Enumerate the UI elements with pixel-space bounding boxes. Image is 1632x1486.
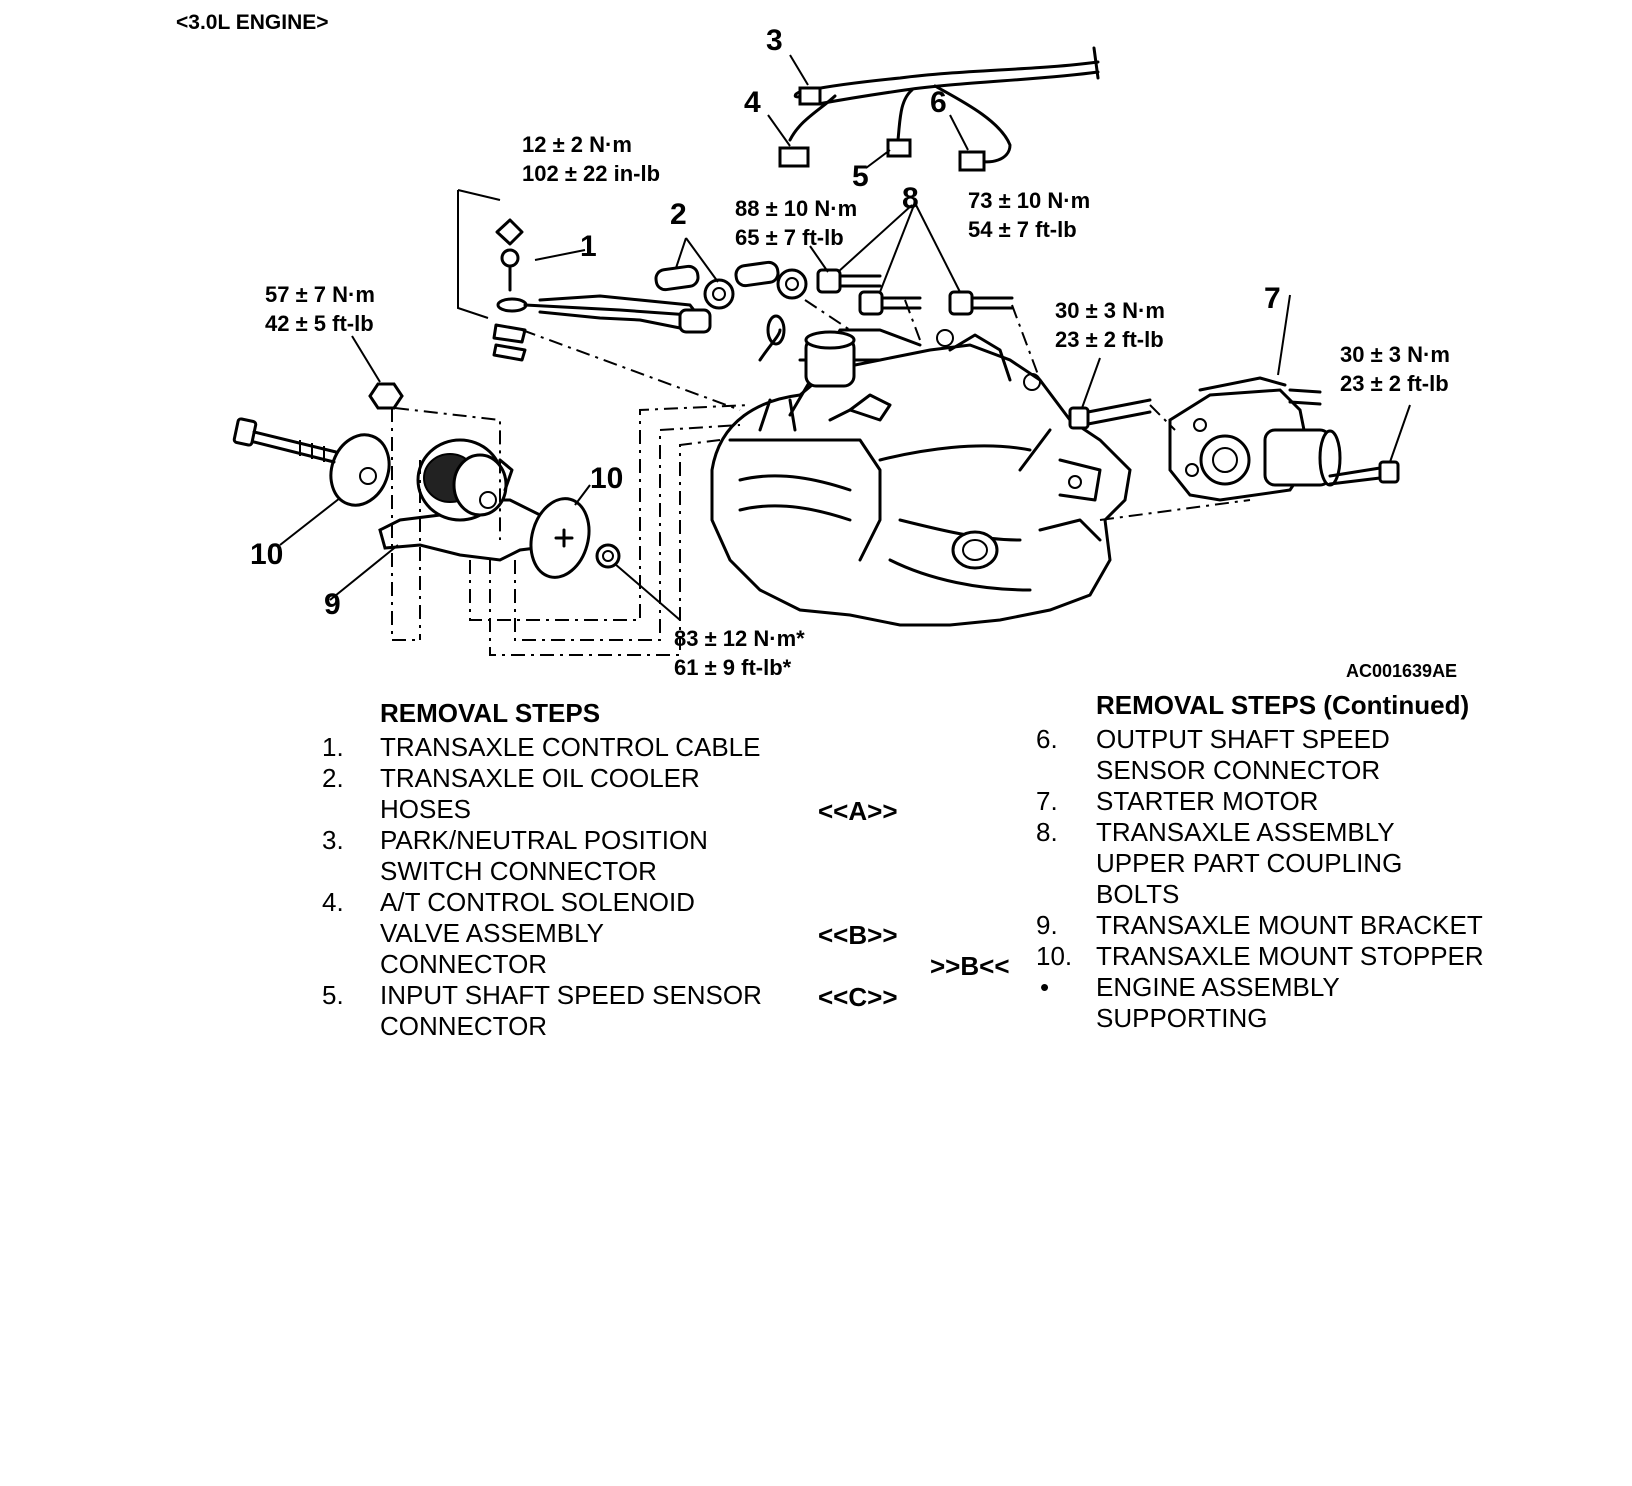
- callout-1: 1: [580, 230, 597, 263]
- step-text: CONNECTOR: [380, 949, 548, 979]
- step-text: TRANSAXLE OIL COOLER: [380, 763, 700, 793]
- mount-bolt: [232, 335, 404, 464]
- transaxle-body: [710, 314, 1132, 627]
- step-text: CONNECTOR: [380, 1011, 548, 1041]
- step-text: TRANSAXLE MOUNT BRACKET: [1096, 910, 1483, 940]
- step-text: VALVE ASSEMBLY: [380, 918, 604, 948]
- step-text: OUTPUT SHAFT SPEED: [1096, 724, 1390, 754]
- step-text: SWITCH CONNECTOR: [380, 856, 657, 886]
- callout-2: 2: [670, 198, 687, 231]
- coupling-bolts: [809, 204, 1014, 316]
- starter-bolts: [1068, 357, 1411, 486]
- step-text: INPUT SHAFT SPEED SENSOR: [380, 980, 762, 1010]
- connector-6-icon: [958, 150, 986, 172]
- step-number: 2.: [322, 763, 344, 793]
- removal-steps-continued-title: REMOVAL STEPS (Continued): [1096, 690, 1470, 720]
- mount-bracket: [329, 438, 562, 601]
- step-number: 5.: [322, 980, 344, 1010]
- step-text: PARK/NEUTRAL POSITION: [380, 825, 708, 855]
- starter-motor: [1168, 294, 1342, 502]
- bullet-icon: •: [1040, 972, 1050, 1002]
- mount-stoppers: [279, 433, 681, 621]
- step-number: 6.: [1036, 724, 1058, 754]
- step-text: SUPPORTING: [1096, 1003, 1268, 1033]
- procedure-mark-b: <<B>>: [818, 920, 898, 950]
- step-number: 4.: [322, 887, 344, 917]
- procedure-mark-c: <<C>>: [818, 982, 898, 1012]
- step-number: 3.: [322, 825, 344, 855]
- callout-5: 5: [852, 160, 869, 193]
- step-text: A/T CONTROL SOLENOID: [380, 887, 695, 917]
- callout-8: 8: [902, 182, 919, 215]
- wiring-harness: [767, 46, 1100, 172]
- step-text: STARTER MOTOR: [1096, 786, 1319, 816]
- step-text: TRANSAXLE CONTROL CABLE: [380, 732, 761, 762]
- callout-10-left: 10: [250, 538, 284, 571]
- connector-3-icon: [798, 86, 822, 106]
- step-number: 8.: [1036, 817, 1058, 847]
- step-text: UPPER PART COUPLING: [1096, 848, 1403, 878]
- step-text: SENSOR CONNECTOR: [1096, 755, 1381, 785]
- removal-steps-title: REMOVAL STEPS: [380, 698, 601, 728]
- step-number: 1.: [322, 732, 344, 762]
- figure-id: AC001639AE: [1346, 661, 1458, 681]
- step-number: 9.: [1036, 910, 1058, 940]
- step-text: TRANSAXLE ASSEMBLY: [1096, 817, 1395, 847]
- oil-cooler-hoses: [654, 237, 808, 310]
- callout-6: 6: [930, 86, 947, 119]
- connector-4-icon: [778, 146, 810, 168]
- connector-5-icon: [886, 138, 912, 158]
- engine-label: <3.0L ENGINE>: [176, 11, 329, 34]
- step-number: 7.: [1036, 786, 1058, 816]
- step-number: 10.: [1036, 941, 1073, 971]
- control-cable-assembly: [457, 189, 712, 362]
- exploded-view-drawing: [232, 46, 1411, 656]
- alignment-lines: [391, 299, 1251, 656]
- callout-3: 3: [766, 24, 783, 57]
- step-text: TRANSAXLE MOUNT STOPPER: [1096, 941, 1484, 971]
- callout-9: 9: [324, 588, 341, 621]
- procedure-mark-b-install: >>B<<: [930, 951, 1010, 981]
- step-text: BOLTS: [1096, 879, 1180, 909]
- step-text: HOSES: [380, 794, 472, 824]
- procedure-mark-a: <<A>>: [818, 796, 898, 826]
- step-text: ENGINE ASSEMBLY: [1096, 972, 1340, 1002]
- callout-10-right: 10: [590, 462, 624, 495]
- callout-4: 4: [744, 86, 761, 119]
- torque-stopper-nut: 83 ± 12 N·m*61 ± 9 ft-lb*: [674, 626, 805, 680]
- callout-7: 7: [1264, 282, 1281, 315]
